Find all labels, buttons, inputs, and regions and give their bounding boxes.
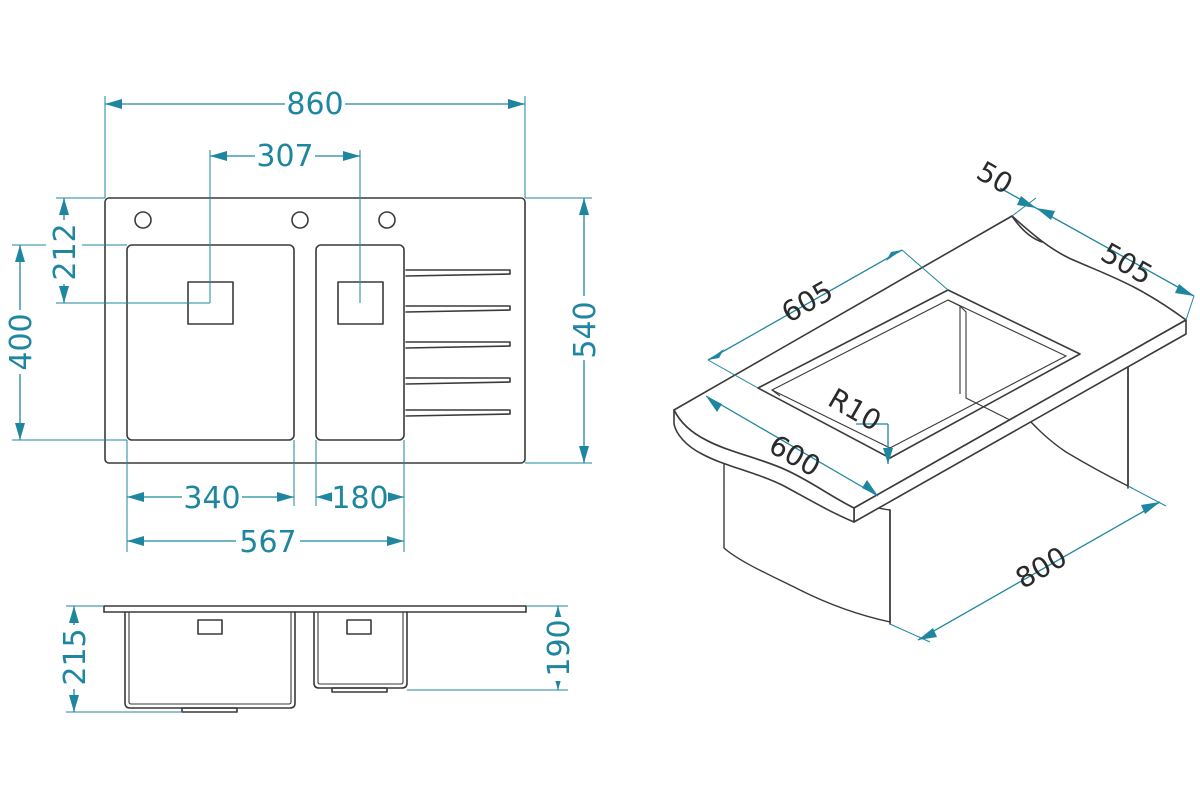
dim-label-180: 180	[331, 481, 388, 516]
dimension-overall-depth: 540	[566, 198, 603, 463]
tap-hole-right	[378, 211, 396, 229]
dimension-large-bowl-width: 340	[127, 480, 294, 516]
dim-label-860: 860	[286, 87, 343, 122]
top-view-extension-lines	[12, 96, 592, 552]
dim-label-800: 800	[1010, 540, 1073, 595]
cabinet-back-wall	[1016, 358, 1129, 488]
dimension-small-bowl-width: 180	[316, 480, 404, 516]
tap-hole-left	[134, 211, 152, 229]
drainboard-grooves	[405, 269, 511, 417]
small-bowl-waste	[331, 687, 388, 693]
dimension-bowls-total-width: 567	[127, 524, 404, 560]
dimension-overall-width: 860	[105, 86, 525, 122]
tap-hole-middle	[291, 211, 309, 229]
small-bowl-section	[313, 611, 408, 689]
large-bowl-overflow	[197, 619, 223, 635]
large-bowl-section	[124, 611, 296, 709]
dimension-small-bowl-height: 190	[540, 606, 577, 690]
dim-label-215: 215	[58, 628, 93, 685]
installation-view: 50 505 605 R10	[673, 155, 1195, 643]
dim-label-400: 400	[4, 313, 39, 370]
dimension-bowl-offset: 212	[46, 198, 83, 303]
front-view-extension-lines	[66, 605, 568, 713]
dim-label-212: 212	[48, 223, 83, 280]
dimension-worktop-edge: 50	[971, 155, 1037, 217]
dim-label-567: 567	[239, 525, 296, 560]
dim-label-340: 340	[183, 481, 240, 516]
dimension-tap-hole-spacing: 307	[210, 138, 360, 174]
dimension-bowl-depth: 400	[2, 245, 39, 440]
top-view: 860 307 540 212	[2, 86, 603, 560]
dimension-cabinet-width: 800	[889, 485, 1167, 643]
front-view: 215 190	[56, 605, 577, 713]
sink-cutout	[757, 289, 1081, 459]
dimension-large-bowl-height: 215	[56, 606, 93, 712]
dim-label-540: 540	[568, 301, 603, 358]
dim-label-307: 307	[256, 139, 313, 174]
dim-label-190: 190	[542, 619, 577, 676]
sink-outline	[104, 197, 526, 464]
small-bowl-overflow	[346, 619, 372, 635]
large-bowl-waste	[181, 707, 238, 713]
